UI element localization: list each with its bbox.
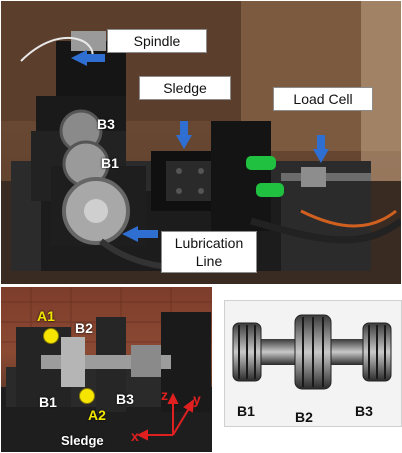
test-rig-photo: Spindle Sledge Load Cell Lubrication Lin… [1, 1, 401, 284]
bearing-shaft-illustration [232, 314, 392, 390]
sledge-label: Sledge [61, 433, 104, 448]
callout-arrows [71, 50, 329, 242]
bearing-positions-illustration [1, 287, 212, 452]
bearing-shaft-photo: B1 B2 B3 [224, 300, 402, 427]
bearing-b1-label: B1 [101, 155, 119, 171]
bearing-b2-label: B2 [75, 320, 93, 336]
bearing-b2-label: B2 [295, 409, 313, 425]
coordinate-axes [136, 392, 195, 441]
bearing-b3-label: B3 [116, 391, 134, 407]
point-a2-marker [79, 388, 95, 404]
bearing-b1-label: B1 [237, 403, 255, 419]
bearing-b1-label: B1 [39, 394, 57, 410]
point-a1-label: A1 [37, 308, 55, 324]
point-a1-marker [43, 328, 59, 344]
bearing-b3-label: B3 [97, 116, 115, 132]
bearing-positions-photo: A1 B2 B1 A2 B3 Sledge x y z [1, 287, 212, 452]
y-axis-label: y [193, 391, 201, 407]
z-axis-label: z [161, 387, 168, 403]
lubrication-line-callout: Lubrication Line [161, 231, 257, 273]
bearing-b3-label: B3 [355, 403, 373, 419]
point-a2-label: A2 [88, 407, 106, 423]
bearing-rings [232, 314, 392, 390]
spindle-callout: Spindle [107, 29, 207, 53]
load-cell-callout: Load Cell [273, 87, 373, 111]
sledge-callout: Sledge [139, 76, 231, 100]
x-axis-label: x [131, 428, 139, 444]
